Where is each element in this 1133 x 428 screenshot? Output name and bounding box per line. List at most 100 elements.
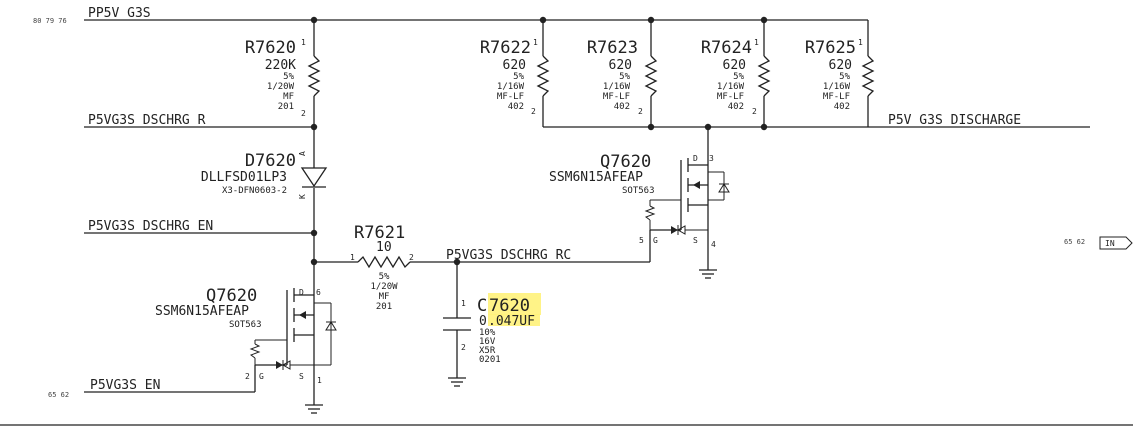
resistor-zigzag-icon <box>307 55 321 97</box>
part-d7620: DLLFSD01LP3 <box>201 170 287 185</box>
net-labels: 80 79 76 PP5V_G3S P5VG3S_DSCHRG_R P5VG3S… <box>33 6 1133 399</box>
resistor-r7625[interactable]: R7625 1 620 5% 1/16W MF-LF 402 <box>805 38 875 112</box>
pin-q7620-top-5: 5 <box>639 236 644 245</box>
ref-c7620-prefix: C <box>477 296 487 316</box>
lbl-q7620-bot-g: G <box>259 372 264 381</box>
junction-dot <box>704 123 712 131</box>
resistor-zigzag-icon <box>757 55 771 97</box>
ref-d7620: D7620 <box>245 151 296 171</box>
val-c7620-prefix: 0 <box>479 314 487 329</box>
type-r7621: MF <box>379 292 390 302</box>
mosfet-q7620-top[interactable]: Q7620 SSM6N15AFEAP SOT563 D 3 G 5 S 4 <box>549 152 730 265</box>
pin-r7625-1: 1 <box>858 38 863 47</box>
pin-r7621-2: 2 <box>409 253 414 262</box>
size-r7621: 201 <box>376 302 392 312</box>
part-q7620-bot: SSM6N15AFEAP <box>155 304 249 319</box>
pin-q7620-bot-6: 6 <box>316 288 321 297</box>
fet-arrow-icon <box>693 181 700 189</box>
tol-r7622: 5% <box>513 72 524 82</box>
lbl-q7620-bot-d: D <box>299 288 304 297</box>
body-diode-icon <box>718 183 730 193</box>
pin-r7623-2: 2 <box>638 107 643 116</box>
diel-c7620: X5R <box>479 346 496 356</box>
xref-en: 65 62 <box>48 391 69 399</box>
offpage-port[interactable]: IN <box>1099 236 1133 250</box>
junction-dot <box>310 229 318 237</box>
lbl-q7620-top-d: D <box>693 154 698 163</box>
resistor-zigzag-icon <box>861 55 875 97</box>
net-label-dschrg-rc[interactable]: P5VG3S_DSCHRG_RC <box>446 248 571 263</box>
pin-q7620-top-3: 3 <box>709 154 714 163</box>
pin-r7620-1: 1 <box>301 38 306 47</box>
net-label-pp5v-g3s[interactable]: PP5V_G3S <box>88 6 151 21</box>
resistor-r7622[interactable]: R7622 1 620 5% 1/16W MF-LF 402 2 <box>480 38 550 116</box>
pin-q7620-top-4: 4 <box>711 240 716 249</box>
tol-r7624: 5% <box>733 72 744 82</box>
pin-q7620-bot-2: 2 <box>245 372 250 381</box>
lbl-q7620-top-g: G <box>653 236 658 245</box>
pwr-r7621: 1/20W <box>370 282 398 292</box>
pin-c7620-1: 1 <box>461 299 466 308</box>
gate-resistor-icon <box>644 205 656 221</box>
junction-dot <box>539 16 547 24</box>
junction-dot <box>453 258 461 266</box>
pin-r7622-2: 2 <box>531 107 536 116</box>
wires <box>0 19 1133 426</box>
junction-dot <box>760 123 768 131</box>
pkg-d7620: X3-DFN0603-2 <box>222 186 287 196</box>
ref-q7620-top: Q7620 <box>600 152 651 172</box>
pin-r7624-1: 1 <box>754 38 759 47</box>
highlight-ref <box>488 293 541 315</box>
zener-icon <box>671 226 678 234</box>
val-r7624: 620 <box>723 58 746 73</box>
net-label-dschrg-r[interactable]: P5VG3S_DSCHRG_R <box>88 113 206 128</box>
resistor-r7621[interactable]: R7621 10 1 2 5% 1/20W MF 201 <box>350 223 414 312</box>
size-r7625: 402 <box>834 102 850 112</box>
ground-q7620-bottom <box>305 400 323 414</box>
net-label-dschrg-en[interactable]: P5VG3S_DSCHRG_EN <box>88 219 213 234</box>
type-r7623: MF-LF <box>603 92 630 102</box>
size-r7622: 402 <box>508 102 524 112</box>
ground-q7620-top <box>699 265 717 279</box>
tol-r7621: 5% <box>379 272 390 282</box>
val-r7623: 620 <box>609 58 632 73</box>
junction-dot <box>760 16 768 24</box>
resistor-zigzag-icon <box>644 55 658 97</box>
ref-q7620-bot: Q7620 <box>206 286 257 306</box>
ref-r7622: R7622 <box>480 38 531 58</box>
diode-d7620[interactable]: D7620 DLLFSD01LP3 X3-DFN0603-2 A K <box>201 151 328 199</box>
junction-dot <box>647 16 655 24</box>
net-label-en[interactable]: P5VG3S_EN <box>90 378 160 393</box>
pin-c7620-2: 2 <box>461 343 466 352</box>
size-r7624: 402 <box>728 102 744 112</box>
xref-pp5v: 80 79 76 <box>33 17 67 25</box>
volt-c7620: 16V <box>479 337 496 347</box>
junction-dot <box>310 258 318 266</box>
tol-c7620: 10% <box>479 328 496 338</box>
val-c7620-highlight: .047UF <box>488 314 535 329</box>
ref-r7621: R7621 <box>354 223 405 243</box>
pkg-q7620-bot: SOT563 <box>229 320 262 330</box>
pwr-r7620: 1/20W <box>267 82 295 92</box>
resistor-zigzag-icon <box>536 55 550 97</box>
resistor-r7623[interactable]: R7623 620 5% 1/16W MF-LF 402 2 <box>587 38 658 116</box>
mosfet-q7620-bottom[interactable]: Q7620 SSM6N15AFEAP SOT563 D 6 G 2 S 1 <box>155 286 337 400</box>
diode-triangle-icon <box>300 167 328 188</box>
type-r7625: MF-LF <box>823 92 850 102</box>
highlight-value <box>488 314 540 326</box>
resistor-r7624[interactable]: R7624 1 620 5% 1/16W MF-LF 402 2 <box>701 38 771 116</box>
val-r7625: 620 <box>829 58 852 73</box>
net-label-p5v-discharge[interactable]: P5V_G3S_DISCHARGE <box>888 113 1021 128</box>
pin-r7622-1: 1 <box>533 38 538 47</box>
pin-d7620-k: K <box>298 194 307 199</box>
pin-r7620-2: 2 <box>301 109 306 118</box>
ground-c7620 <box>448 377 466 387</box>
resistor-r7620[interactable]: R7620 1 220K 5% 1/20W MF 201 2 <box>245 38 321 118</box>
pin-r7624-2: 2 <box>752 107 757 116</box>
val-r7620: 220K <box>265 58 296 73</box>
ref-r7624: R7624 <box>701 38 752 58</box>
capacitor-c7620[interactable]: 1 2 C 7620 0 .047UF 10% 16V X5R 0201 <box>443 293 541 365</box>
type-r7620: MF <box>283 92 294 102</box>
port-arrow-icon <box>1099 236 1133 250</box>
